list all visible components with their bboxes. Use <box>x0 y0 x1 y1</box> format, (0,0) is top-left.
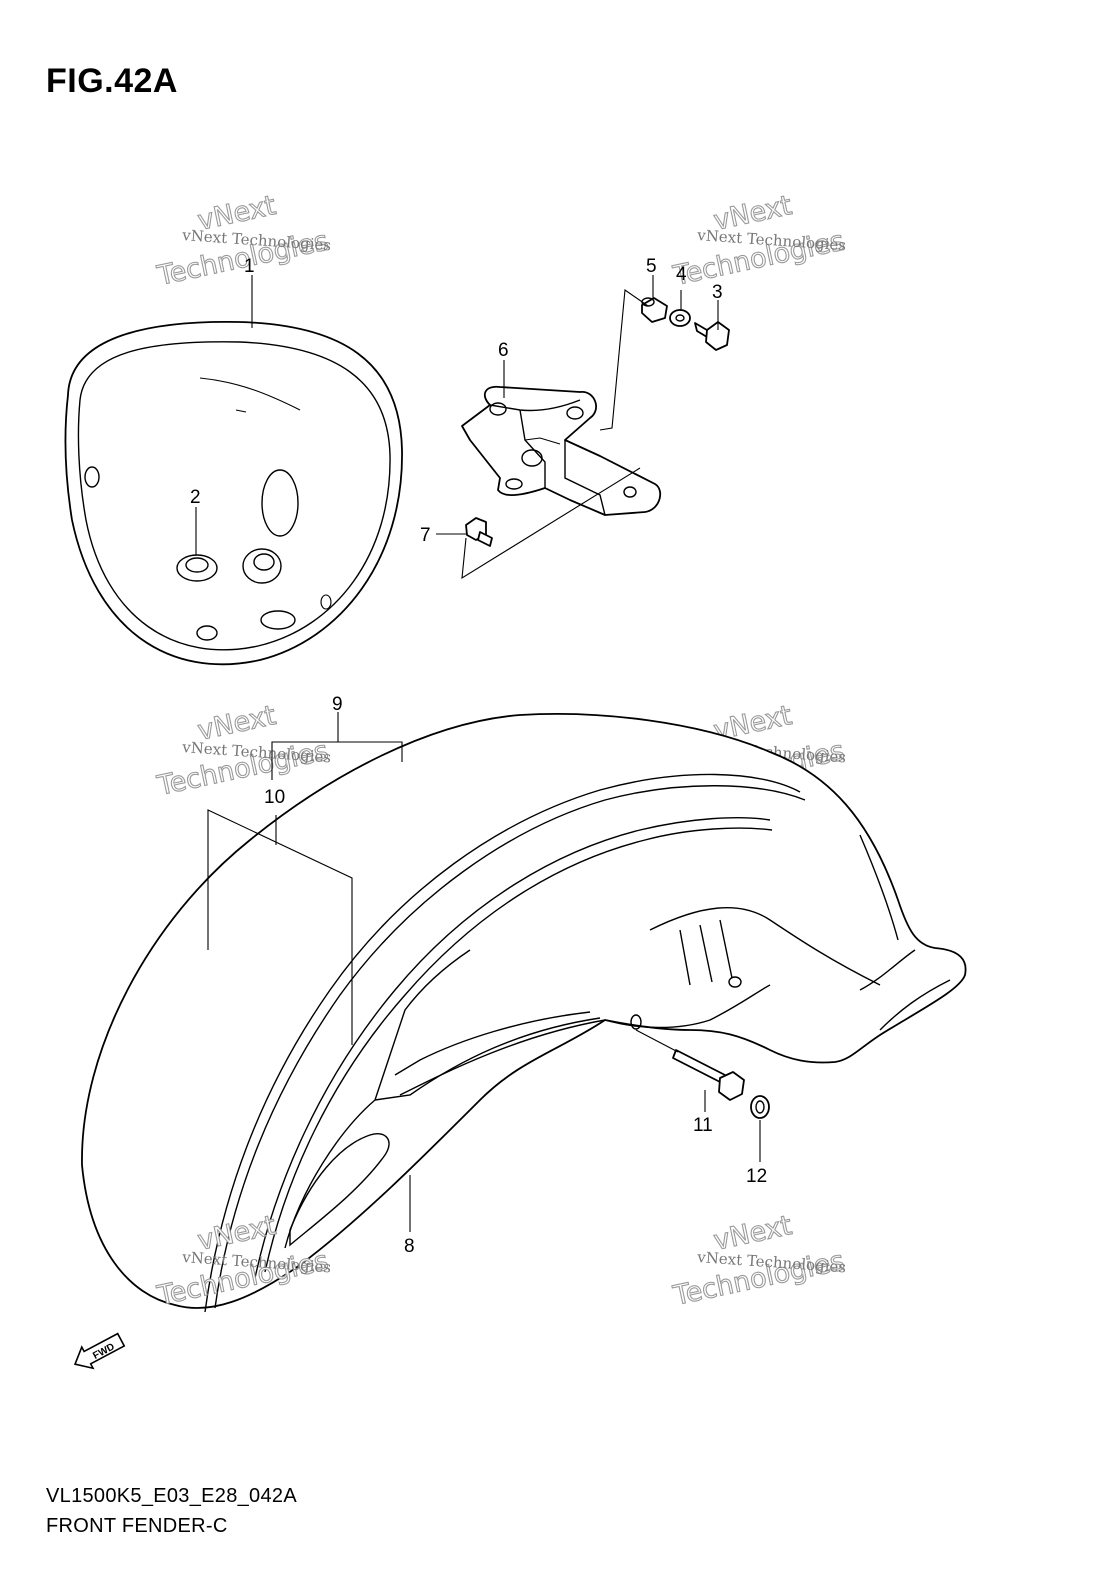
headlight-housing-part-1 <box>64 320 403 666</box>
model-code: VL1500K5_E03_E28_042A <box>46 1485 297 1507</box>
watermark-top-right: Technologies vNext vNext Technologies <box>669 190 847 293</box>
callout-labels: 1 2 3 4 5 6 7 8 9 10 11 12 <box>190 256 767 1257</box>
washer-part-4 <box>669 309 691 327</box>
section-name: FRONT FENDER-C <box>46 1515 228 1537</box>
callout-6: 6 <box>498 340 509 361</box>
callout-8: 8 <box>404 1236 415 1257</box>
front-fender-part-8 <box>81 713 967 1313</box>
watermark-top-left: Technologies vNext vNext Technologies <box>153 190 331 293</box>
callout-10: 10 <box>264 787 285 808</box>
callout-12: 12 <box>746 1166 767 1187</box>
fwd-label: FWD <box>91 1341 116 1361</box>
leader-lines <box>195 275 761 1232</box>
washer-part-12 <box>750 1095 770 1119</box>
bolt-part-7 <box>465 517 493 547</box>
callout-7: 7 <box>420 525 431 546</box>
fwd-arrow-icon: FWD <box>73 1332 126 1370</box>
collar-part-5 <box>641 297 668 323</box>
watermark-middle-left: Technologies vNext vNext Technologies <box>153 700 331 803</box>
callout-3: 3 <box>712 282 723 303</box>
bolt-part-11 <box>672 1049 745 1101</box>
figure-title: FIG.42A <box>46 62 178 100</box>
callout-9: 9 <box>332 694 343 715</box>
bracket-part-6 <box>461 385 662 516</box>
watermark-bottom-right: Technologies vNext vNext Technologies <box>669 1210 847 1313</box>
callout-4: 4 <box>676 264 687 285</box>
callout-11: 11 <box>693 1115 713 1136</box>
callout-2: 2 <box>190 487 201 508</box>
callout-5: 5 <box>646 256 657 277</box>
callout-1: 1 <box>244 256 255 277</box>
bolt-part-3 <box>694 321 730 351</box>
